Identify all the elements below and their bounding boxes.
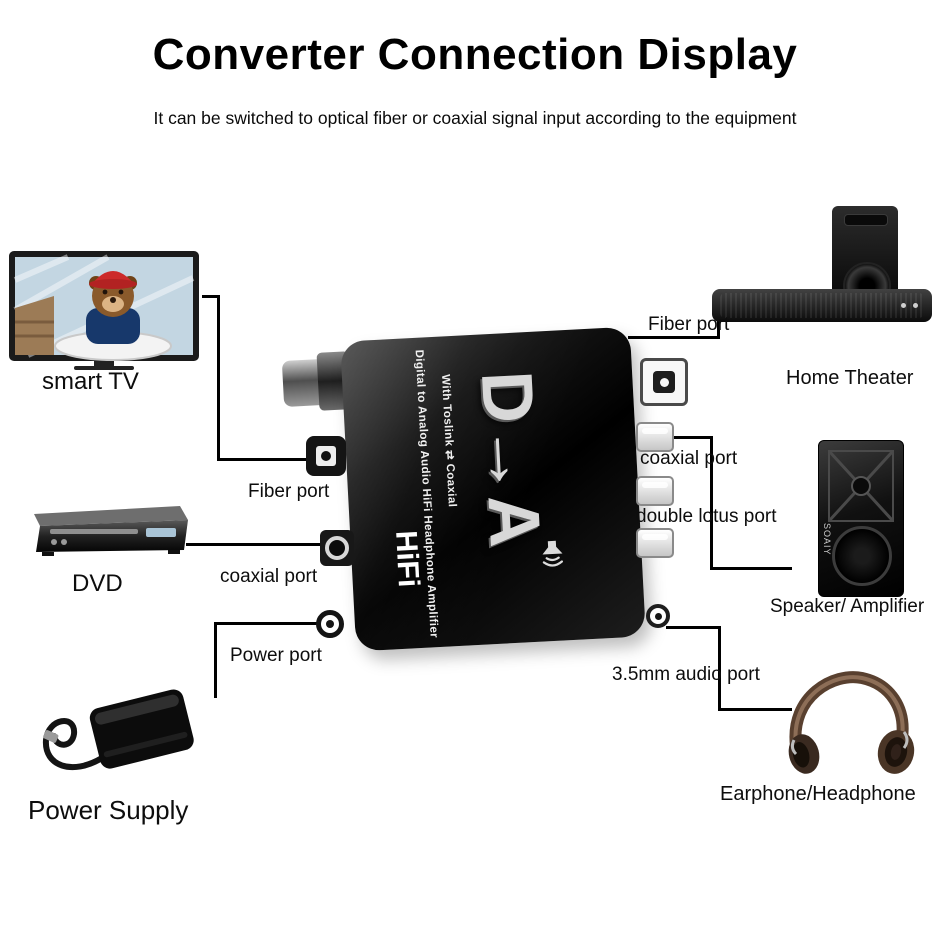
power-supply-image [32, 672, 212, 795]
fiber-port-right-label: Fiber port [648, 314, 730, 335]
speaker-waves-icon [542, 540, 563, 567]
fiber-port-left-icon [306, 436, 346, 476]
speaker-label: Speaker/ Amplifier [770, 596, 925, 617]
audio-pin [654, 612, 662, 620]
connector-dvd-h [186, 543, 324, 546]
headphone-label: Earphone/Headphone [720, 783, 916, 805]
power-supply-illustration [42, 689, 194, 770]
connector-fiber-v [717, 318, 720, 339]
connector-tv-v [217, 295, 220, 461]
speaker-horn [827, 449, 895, 523]
soundbar-grill [720, 293, 924, 318]
connector-coax-v [710, 436, 713, 570]
connector-power-v [214, 622, 217, 698]
connector-fiber-h [628, 336, 720, 339]
coaxial-port-right-label: coaxial port [640, 448, 738, 469]
speaker-woofer [832, 526, 892, 586]
page-subtitle: It can be switched to optical fiber or c… [153, 108, 797, 128]
connector-coax-h2 [710, 567, 792, 570]
coaxial-ring [325, 536, 349, 560]
double-lotus-port-1-icon [636, 476, 674, 506]
fiber-port-left-label: Fiber port [248, 481, 330, 502]
smart-tv-illustration [9, 251, 199, 370]
audio-35mm-port-label: 3.5mm audio port [612, 664, 760, 685]
headphone-image [778, 666, 918, 783]
home-theater-label: Home Theater [786, 367, 914, 389]
connector-audio-h2 [718, 708, 792, 711]
double-lotus-port-2-icon [636, 528, 674, 558]
d-to-a-logo: D→A [465, 369, 556, 550]
smart-tv-image [8, 250, 200, 377]
coaxial-port-left-label: coaxial port [220, 566, 318, 587]
optical-opening [653, 371, 675, 393]
power-supply-label: Power Supply [28, 795, 189, 825]
speaker-image: SOAIY [818, 440, 904, 597]
dvd-label: DVD [72, 570, 123, 597]
power-port-icon [316, 610, 344, 638]
power-port-label: Power port [230, 645, 322, 666]
dvd-illustration [34, 506, 188, 556]
smart-tv-label: smart TV [42, 368, 139, 395]
audio-35mm-port-icon [646, 604, 670, 628]
connector-audio-h1 [666, 626, 721, 629]
coaxial-port-right-icon [636, 422, 674, 452]
connector-tv-h2 [217, 458, 309, 461]
power-pin [326, 620, 334, 628]
dvd-player-image [28, 498, 192, 565]
soundbar-button [901, 303, 906, 308]
optical-opening [316, 446, 336, 466]
optical-lens [321, 451, 331, 461]
dac-converter: Digital to Analog Audio HiFi Headphone A… [340, 326, 646, 652]
connector-audio-v [718, 626, 721, 711]
headphone-illustration [788, 671, 915, 774]
connector-power-h [214, 622, 320, 625]
speaker-brand: SOAIY [822, 523, 832, 556]
page-title: Converter Connection Display [152, 30, 798, 79]
connector-coax-h1 [668, 436, 713, 439]
converter-hifi-label: HiFi [389, 529, 426, 589]
subwoofer-port [844, 214, 888, 226]
double-lotus-port-label: double lotus port [636, 506, 777, 527]
connector-tv-h1 [202, 295, 220, 298]
soundbar-button [913, 303, 918, 308]
coaxial-port-left-icon [320, 530, 354, 566]
soundbar-image [712, 289, 932, 322]
optical-lens [659, 377, 669, 387]
fiber-port-right-icon [640, 358, 688, 406]
